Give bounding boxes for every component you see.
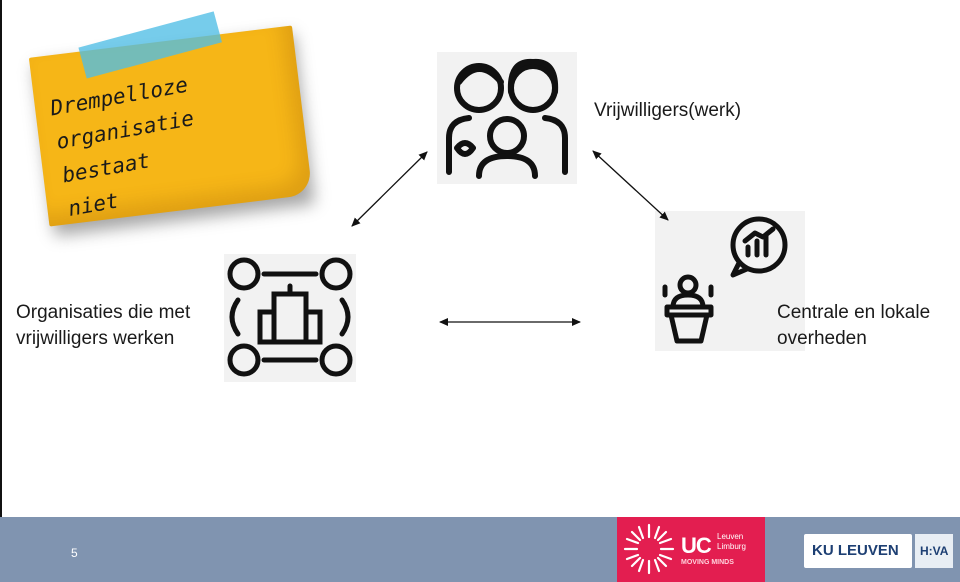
ucll-wordmark: UC — [681, 533, 712, 558]
arrows-layer — [351, 150, 669, 326]
government-label-line-1: Centrale en lokale — [777, 302, 931, 323]
ucll-subtitle: Leuven Limburg — [717, 532, 746, 552]
organisations-label-line-1: Organisaties die met — [16, 302, 191, 323]
hva-text: H:VA — [920, 544, 949, 558]
arrow-volunteers-organisations — [351, 151, 428, 227]
footer-bar: 5 UC L — [0, 517, 960, 582]
ucll-subtitle-line-1: Leuven — [717, 532, 744, 541]
network-building-icon — [224, 254, 356, 382]
ucll-logo: UC Leuven Limburg MOVING MINDS — [617, 517, 765, 582]
government-label-line-2: overheden — [777, 328, 867, 349]
hva-logo: H:VA — [915, 534, 953, 568]
government-label: Centrale en lokale overheden — [777, 300, 930, 352]
volunteers-label: Vrijwilligers(werk) — [594, 100, 742, 121]
ku-leuven-text: KU LEUVEN — [812, 542, 899, 559]
family-icon — [437, 52, 577, 184]
organisations-label: Organisaties die met vrijwilligers werke… — [16, 300, 190, 352]
speaker-podium-icon — [655, 211, 805, 351]
ucll-subtitle-line-2: Limburg — [717, 542, 746, 551]
arrow-volunteers-government — [592, 150, 669, 221]
sunburst-icon — [623, 523, 675, 575]
slide-frame — [0, 0, 2, 517]
ku-leuven-logo: KU LEUVEN — [804, 534, 912, 568]
organisations-label-line-2: vrijwilligers werken — [16, 328, 175, 349]
ucll-tagline: MOVING MINDS — [681, 559, 734, 566]
page-number: 5 — [71, 546, 78, 560]
